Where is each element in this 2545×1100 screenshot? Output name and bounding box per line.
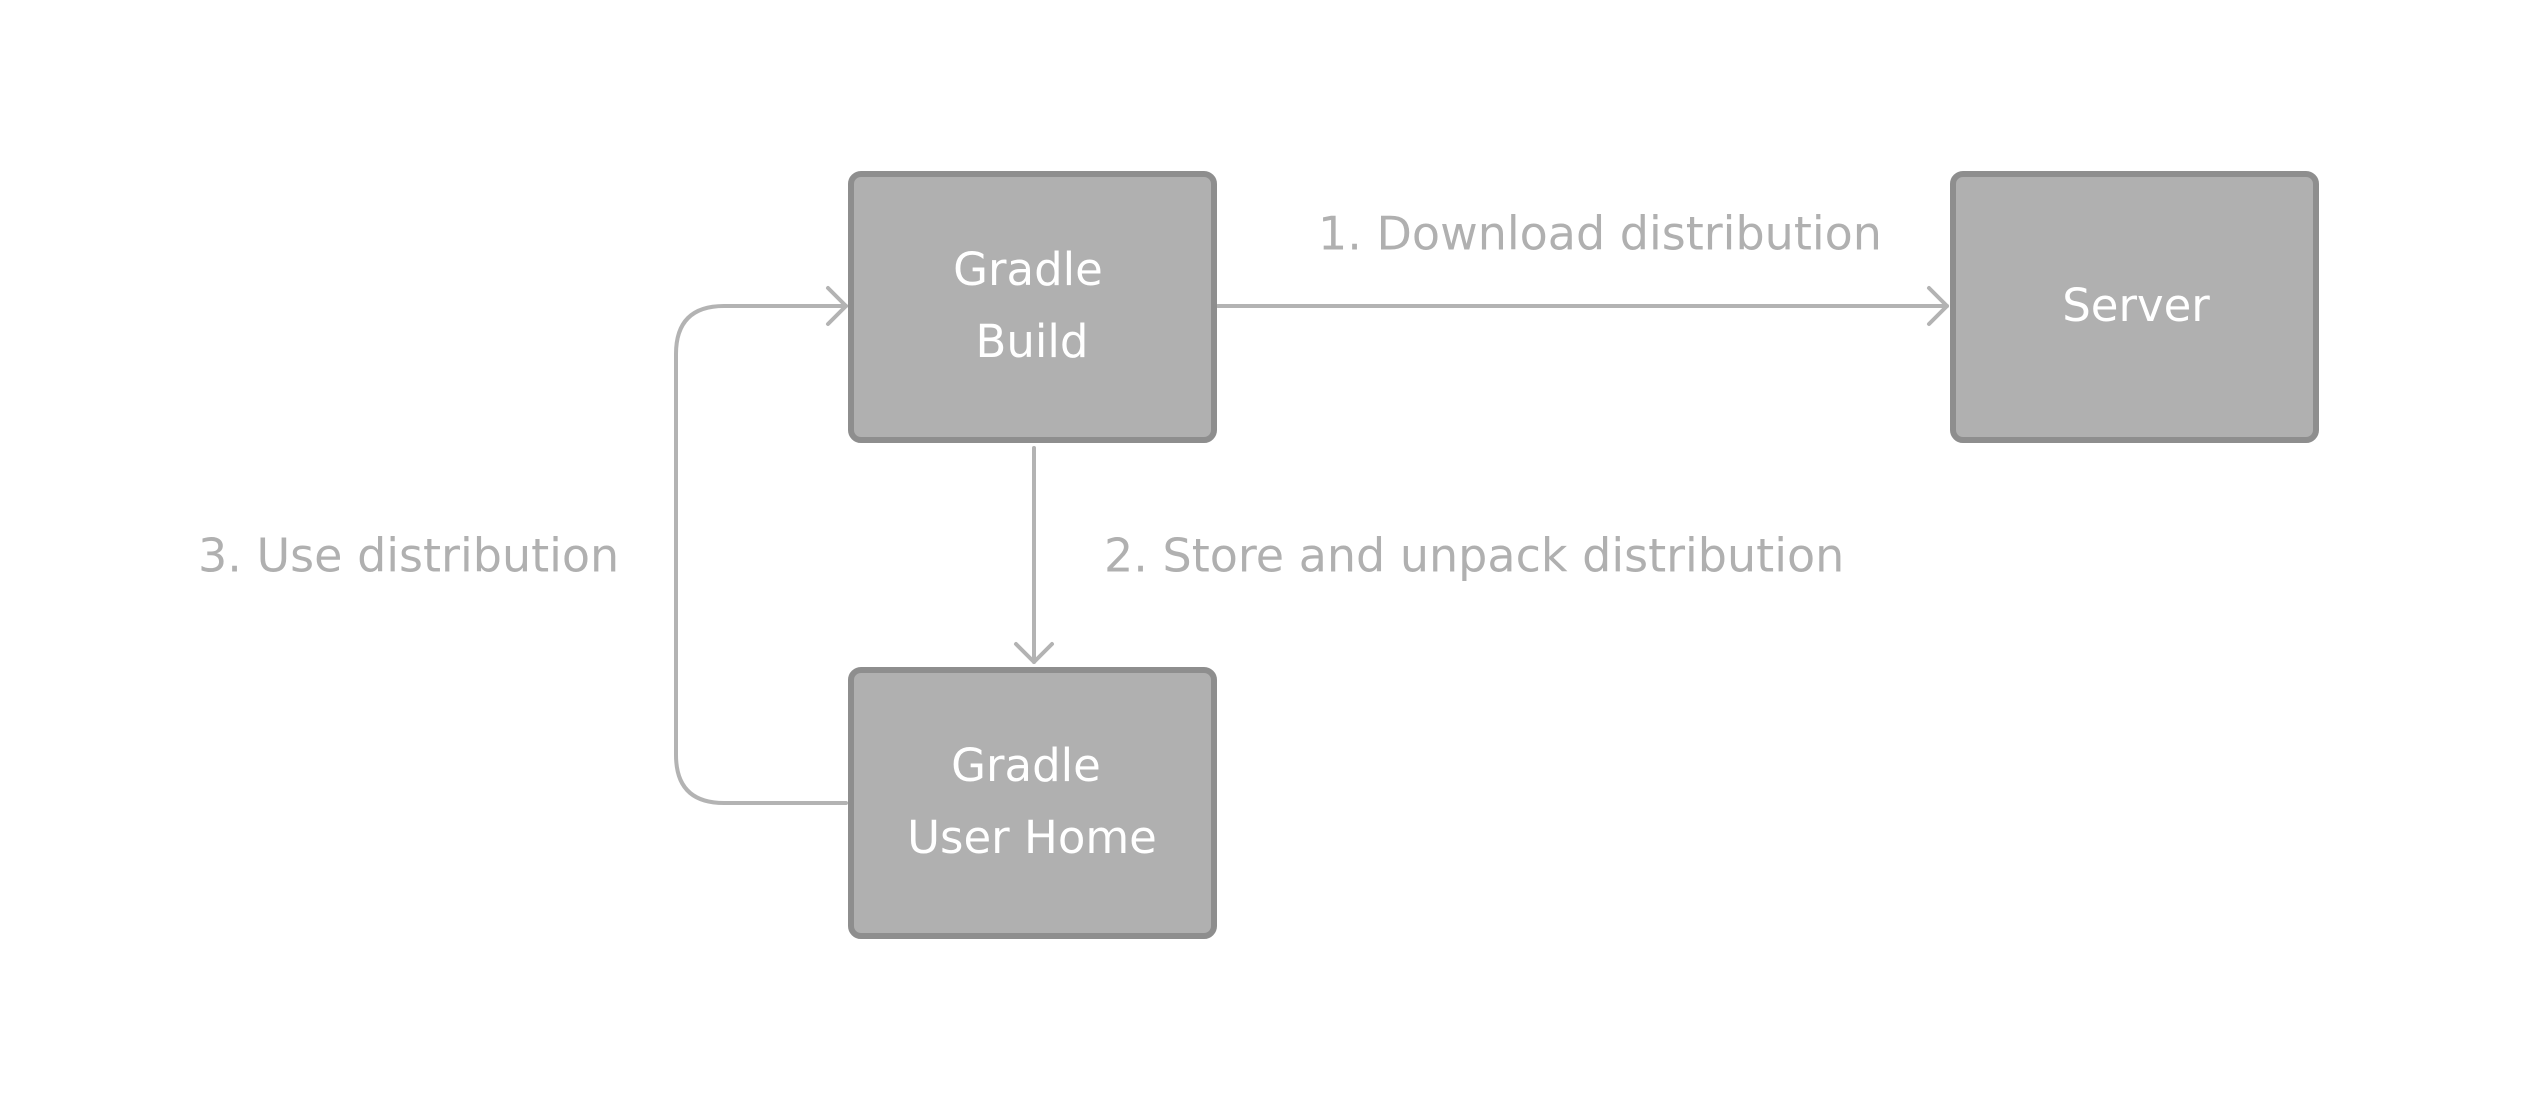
edge-use: 3. Use distribution bbox=[198, 286, 848, 805]
node-gradle-build-box bbox=[848, 171, 1217, 443]
edge-use-arrowhead bbox=[826, 286, 848, 326]
node-server-box bbox=[1950, 171, 2319, 443]
edge-store-arrowhead bbox=[1014, 642, 1054, 664]
node-server: Server bbox=[1950, 171, 2319, 443]
node-gradle-build: Gradle Build bbox=[848, 171, 1217, 443]
node-gradle-user-home: Gradle User Home bbox=[848, 667, 1217, 939]
node-gradle-build-label-line2: Build bbox=[976, 315, 1089, 368]
edge-store: 2. Store and unpack distribution bbox=[1014, 446, 1844, 664]
node-gradle-build-label-line1: Gradle bbox=[953, 243, 1103, 296]
edge-use-line bbox=[674, 304, 848, 805]
edge-download-label: 1. Download distribution bbox=[1318, 207, 1882, 261]
edge-use-label: 3. Use distribution bbox=[198, 529, 619, 583]
edge-download-arrowhead bbox=[1927, 286, 1949, 326]
edge-store-label: 2. Store and unpack distribution bbox=[1104, 529, 1844, 583]
node-server-label: Server bbox=[2062, 279, 2210, 332]
edge-download: 1. Download distribution bbox=[1216, 207, 1949, 326]
node-gradle-user-home-label-line2: User Home bbox=[907, 811, 1157, 864]
node-gradle-user-home-label-line1: Gradle bbox=[951, 739, 1101, 792]
node-gradle-user-home-box bbox=[848, 667, 1217, 939]
